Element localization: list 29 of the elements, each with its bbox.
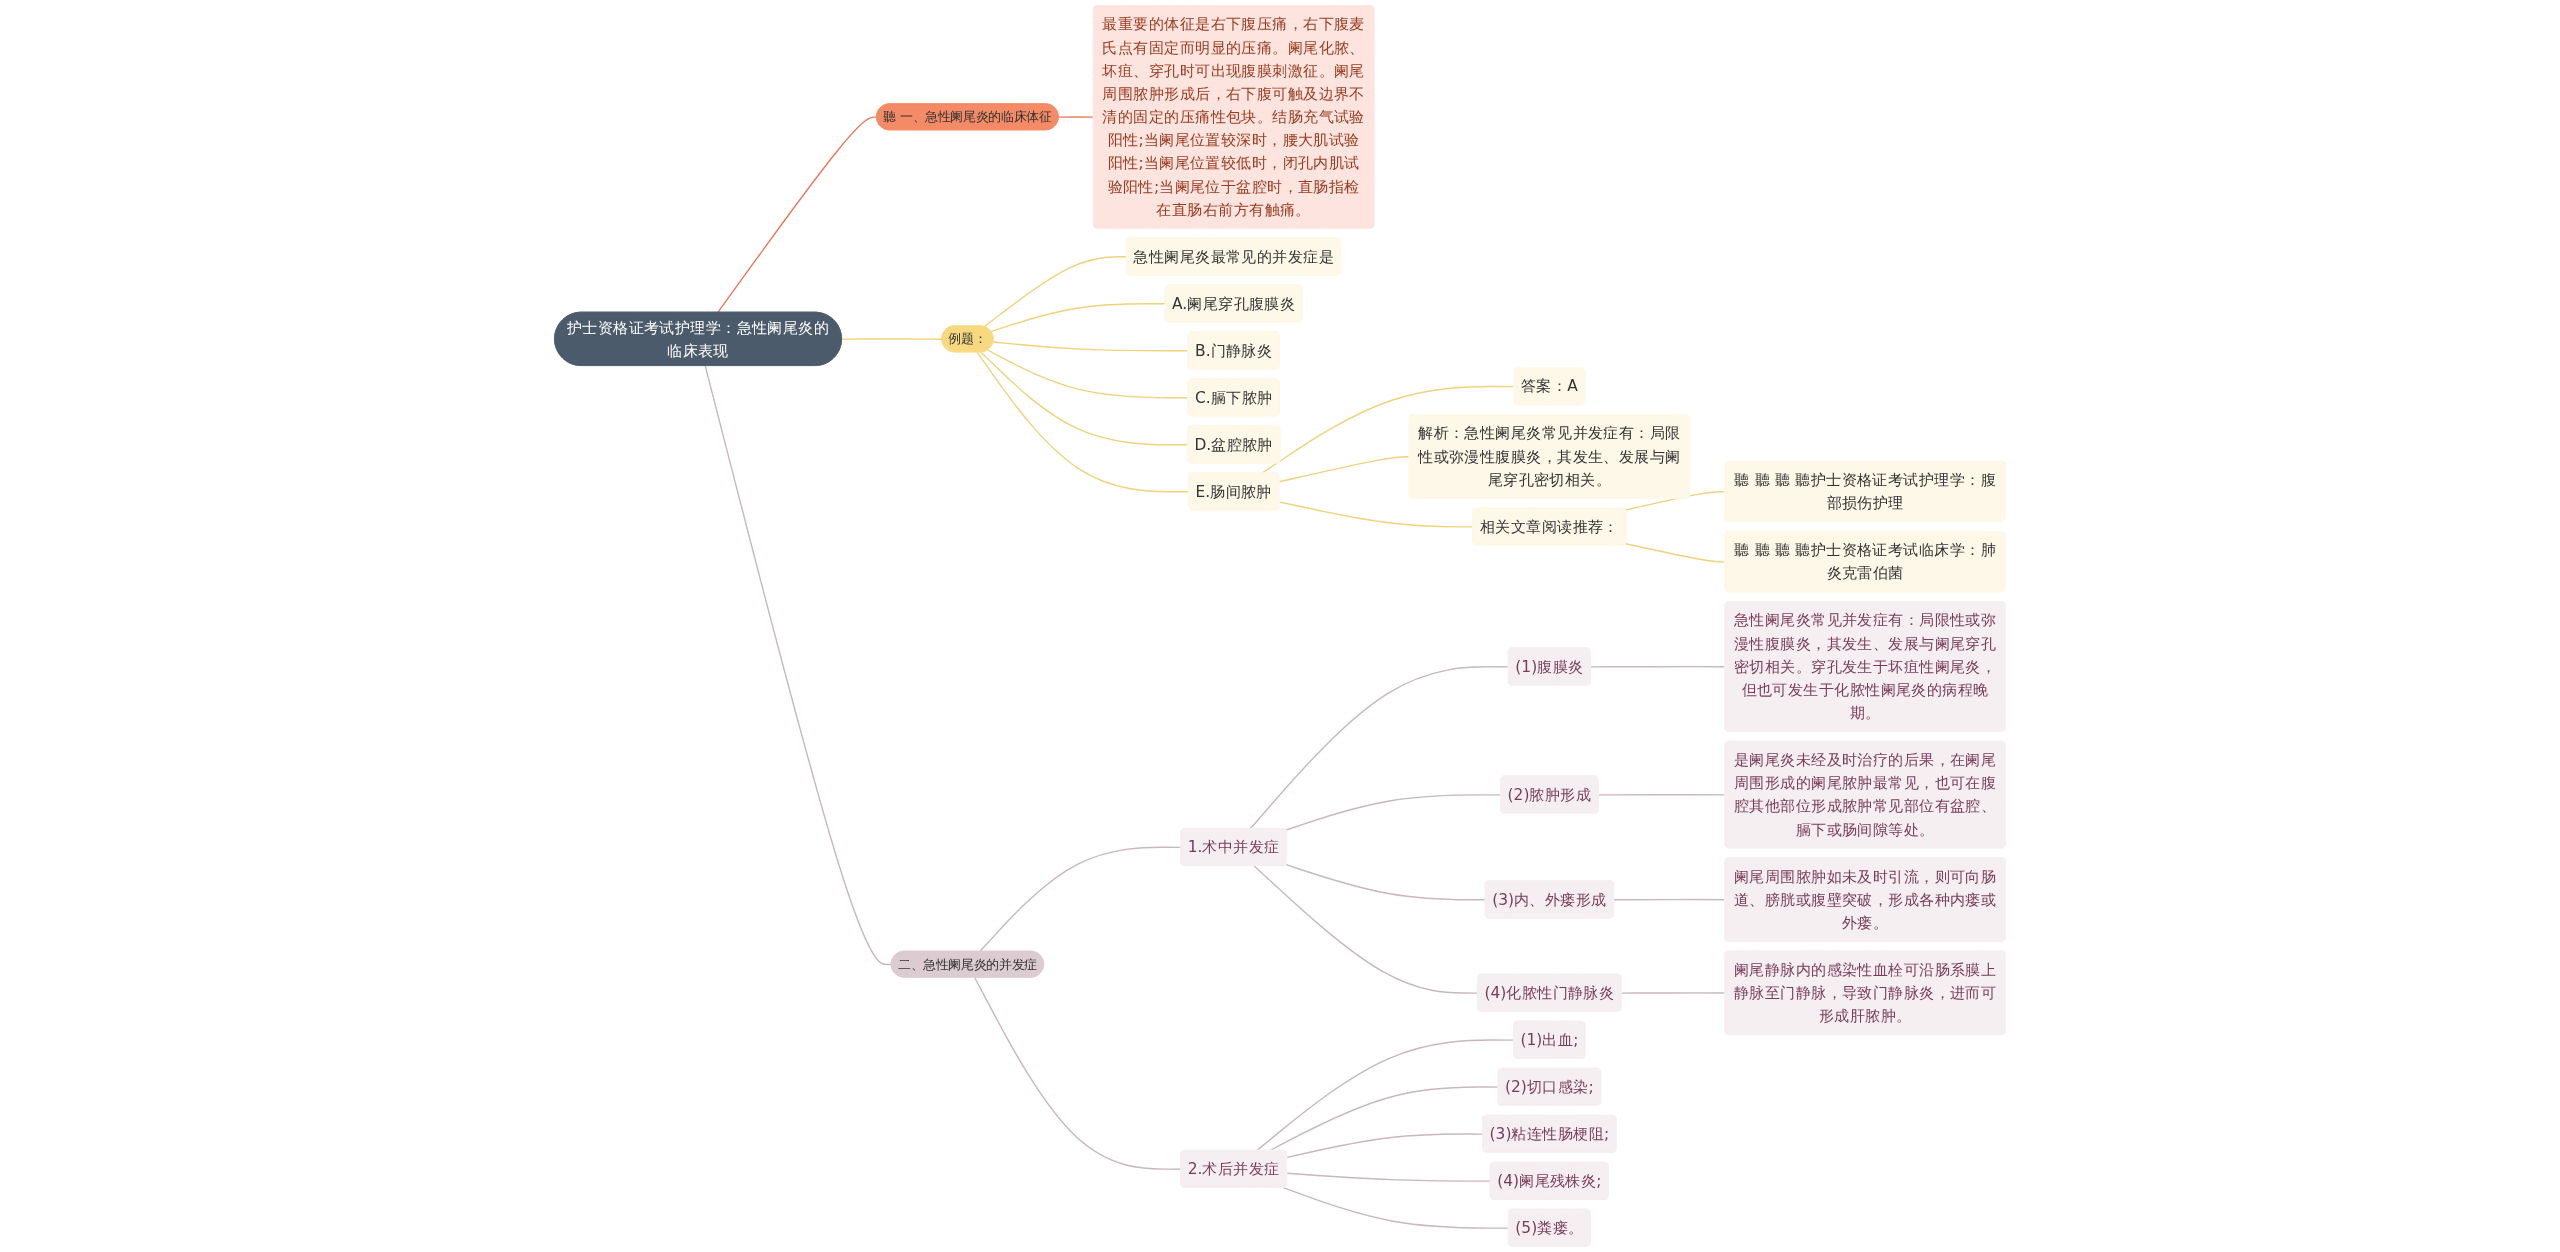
connector — [1286, 1133, 1484, 1159]
connector — [1278, 501, 1474, 528]
connector — [980, 351, 1189, 446]
connector — [987, 349, 1189, 399]
connector — [979, 846, 1182, 953]
connector — [1256, 1039, 1515, 1152]
connector — [1285, 794, 1502, 831]
connector — [983, 256, 1128, 328]
connector — [1057, 116, 1095, 118]
connector — [841, 338, 943, 340]
connector — [1621, 992, 1726, 994]
connector — [1613, 898, 1726, 901]
connector — [990, 303, 1167, 333]
connector — [1625, 543, 1726, 563]
connector — [717, 116, 878, 314]
connector — [992, 341, 1190, 352]
connector — [1249, 666, 1510, 830]
connector — [1253, 865, 1479, 994]
connector — [1286, 1172, 1492, 1182]
connector — [976, 351, 1190, 493]
connector — [1597, 793, 1726, 796]
connector — [704, 365, 893, 966]
connector — [973, 976, 1182, 1170]
connector — [1590, 665, 1726, 668]
connector — [1261, 385, 1515, 474]
connector — [1269, 1086, 1499, 1152]
connector — [1283, 1187, 1510, 1229]
connector — [1285, 863, 1487, 901]
connector — [1278, 455, 1411, 483]
